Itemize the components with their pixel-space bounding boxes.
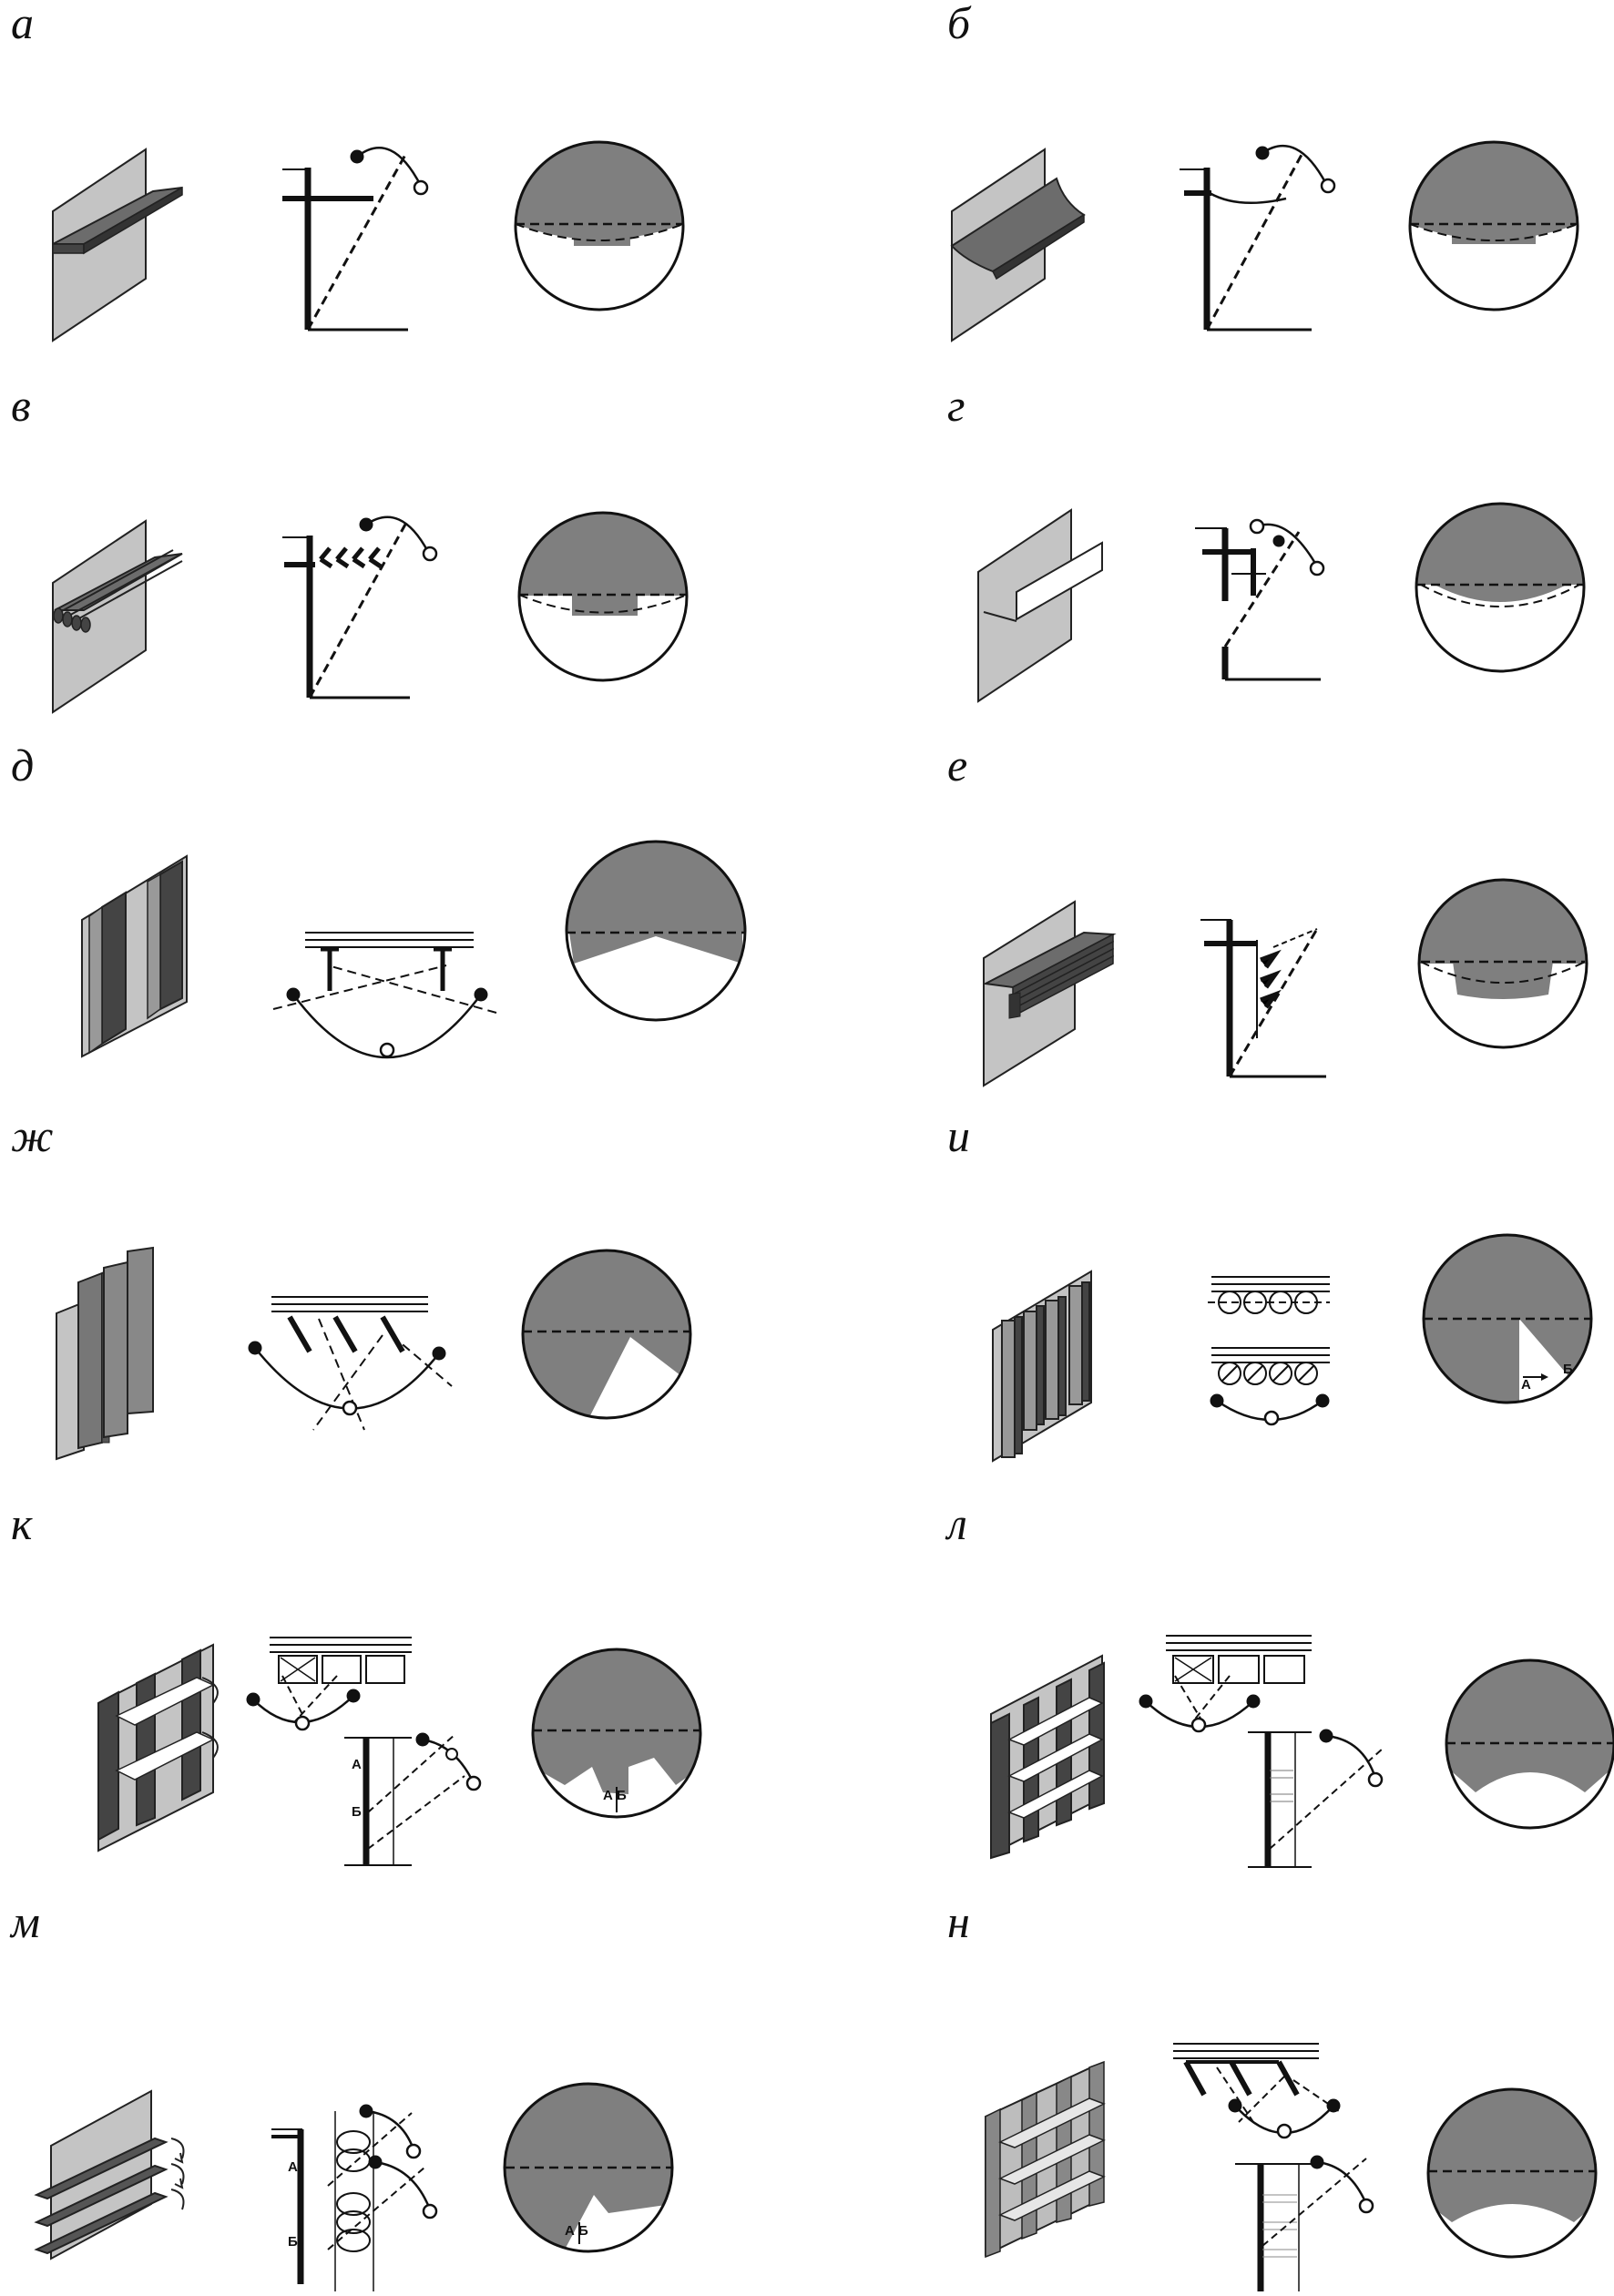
panel-label-n: н xyxy=(947,1896,970,1947)
panel-m-sunpath-circle: А Б xyxy=(503,2082,674,2253)
panel-i-plan xyxy=(1208,1276,1330,1426)
panel-n-isometric xyxy=(985,2060,1106,2259)
panel-m-mark-b: Б xyxy=(288,2234,298,2250)
panel-i-mark-b: Б xyxy=(1563,1362,1573,1377)
panel-d xyxy=(81,840,747,1059)
panel-b xyxy=(950,140,1579,342)
panel-zh-plan xyxy=(248,1296,453,1431)
panel-b-sunpath-circle xyxy=(1408,140,1579,311)
panel-e-sunpath-circle xyxy=(1417,878,1588,1049)
panel-a-section xyxy=(282,147,429,332)
panel-v xyxy=(52,511,689,714)
panel-n xyxy=(985,2043,1598,2291)
panel-m-circle-mark: А Б xyxy=(565,2223,588,2239)
panel-k-isometric xyxy=(97,1643,219,1852)
panel-i-mark-a: А xyxy=(1521,1377,1531,1393)
panel-e xyxy=(982,878,1588,1087)
panel-l xyxy=(990,1635,1614,1868)
panel-a-isometric xyxy=(52,148,183,342)
panel-a-sunpath-circle xyxy=(514,140,685,311)
panel-n-plan xyxy=(1173,2043,1341,2139)
panel-v-section xyxy=(282,515,438,699)
panel-g-section xyxy=(1195,518,1325,681)
panel-m: А Б А Б xyxy=(34,2082,674,2291)
panel-label-zh: ж xyxy=(11,1110,54,1161)
panel-label-a: а xyxy=(11,0,34,48)
panel-k-plan xyxy=(246,1637,412,1731)
panel-k-mark-a: А xyxy=(352,1757,362,1772)
panel-k: А Б А Б xyxy=(97,1637,702,1866)
panel-l-sunpath-circle xyxy=(1445,1658,1614,1830)
panel-m-mark-a: А xyxy=(288,2159,298,2175)
panel-label-v: в xyxy=(11,380,31,431)
panel-i-isometric xyxy=(992,1270,1092,1463)
panel-zh-sunpath-circle xyxy=(521,1249,692,1420)
panel-zh xyxy=(56,1246,692,1461)
panel-g-isometric xyxy=(977,508,1103,703)
panel-i-sunpath-circle: А Б xyxy=(1422,1233,1593,1404)
panel-k-mark-b: Б xyxy=(352,1804,362,1820)
panel-label-g: г xyxy=(947,380,965,431)
panel-l-isometric xyxy=(990,1654,1105,1860)
panel-e-isometric xyxy=(982,900,1117,1087)
panel-label-l: л xyxy=(947,1498,967,1549)
panel-v-sunpath-circle xyxy=(517,511,689,682)
panel-label-m: м xyxy=(11,1896,40,1947)
panel-label-k: к xyxy=(11,1498,33,1549)
panel-m-section: А Б xyxy=(271,2104,438,2291)
panel-l-plan xyxy=(1139,1635,1312,1733)
panel-a xyxy=(52,140,685,342)
panel-n-section xyxy=(1235,2155,1374,2291)
panel-label-e: е xyxy=(947,740,968,791)
panel-m-isometric xyxy=(34,2089,185,2260)
panel-g-sunpath-circle xyxy=(1415,502,1586,673)
panel-n-sunpath-circle xyxy=(1426,2087,1598,2259)
panel-b-section xyxy=(1180,144,1336,332)
panel-zh-isometric xyxy=(56,1246,154,1461)
panel-b-isometric xyxy=(950,148,1086,342)
panel-k-circle-mark: А Б xyxy=(603,1788,627,1803)
panel-d-plan xyxy=(272,932,497,1059)
panel-e-section xyxy=(1200,919,1326,1078)
panel-d-isometric xyxy=(81,854,188,1058)
panel-k-section: А Б xyxy=(344,1732,482,1866)
panel-v-isometric xyxy=(52,519,183,714)
panel-l-section xyxy=(1248,1729,1384,1868)
panel-g xyxy=(977,502,1586,703)
panel-k-sunpath-circle: А Б xyxy=(531,1648,702,1819)
panel-label-b: б xyxy=(947,0,971,48)
panel-d-sunpath-circle xyxy=(565,840,747,1022)
panel-label-d: д xyxy=(11,740,35,791)
panel-i: А Б xyxy=(992,1233,1593,1463)
panel-label-i: и xyxy=(947,1110,970,1161)
